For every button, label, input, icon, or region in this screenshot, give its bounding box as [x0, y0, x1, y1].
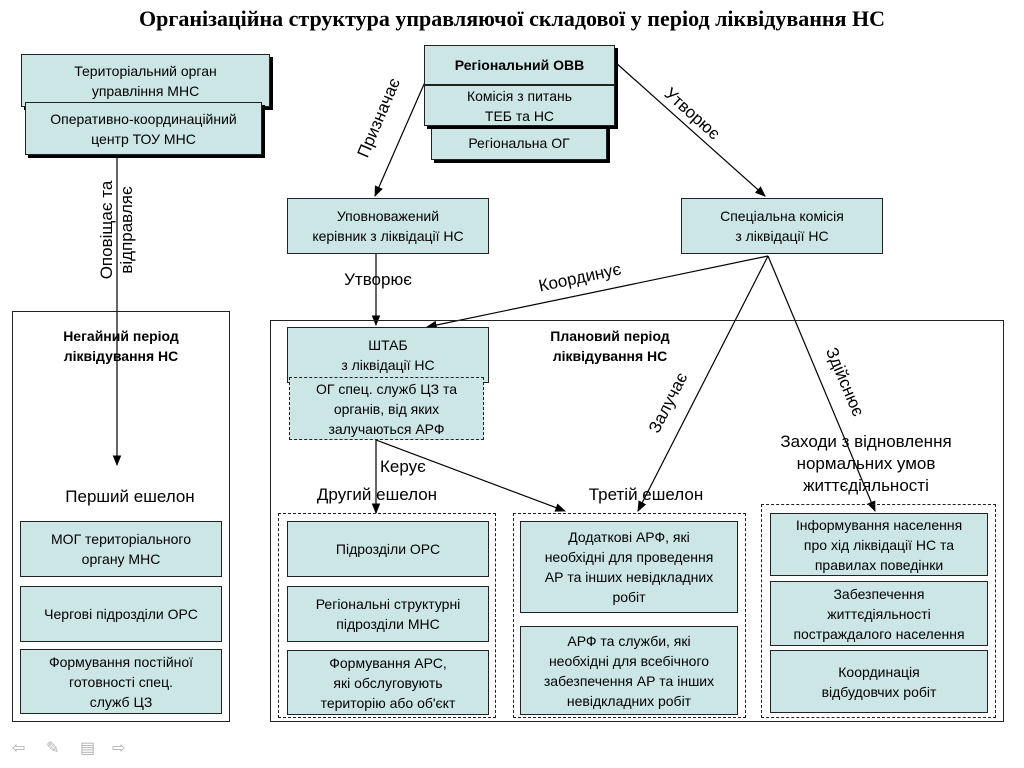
third-echelon-label: Третій ешелон [588, 485, 704, 504]
operational-center-box: Оперативно-координаційний центр ТОУ МНС [25, 102, 262, 155]
arrow-appoints [374, 81, 426, 197]
special-commission-box: Спеціальна комісія з ліквідації НС [681, 198, 883, 254]
arrow-engages [637, 255, 769, 512]
pen-icon[interactable]: ✎ [46, 740, 60, 757]
page-title: Організаційна структура управляючої скла… [139, 6, 885, 31]
hq-box: ШТАБ з ліквідації НС [287, 327, 489, 383]
second-echelon-group [278, 513, 496, 718]
first-echelon-label: Перший ешелон [65, 487, 195, 506]
menu-icon[interactable]: ▤ [80, 740, 96, 757]
coordination-box: Координація відбудовчих робіт [770, 650, 988, 713]
commission-teb-box: Комісія з питань ТЕБ та НС [424, 85, 615, 126]
restoration-label: Заходи з відновлення нормальних умов жит… [780, 432, 952, 495]
regional-structural-box: Регіональні структурні підрозділи МНС [287, 586, 489, 642]
creates-mid-label: Утворює [344, 270, 412, 289]
notifies-label: Оповіщає та відправляє [97, 180, 136, 280]
second-echelon-label: Другий ешелон [316, 485, 438, 504]
territorial-authority-box: Територіальний орган управління МНС [21, 54, 270, 107]
ars-formations-box: Формування АРС, які обслуговують територ… [287, 650, 489, 715]
duty-units-box: Чергові підрозділи ОРС [20, 586, 222, 642]
regional-og-box: Регіональна ОГ [431, 125, 607, 160]
permanent-readiness-box: Формування постійної готовності спец. сл… [20, 649, 222, 714]
immediate-period-frame [12, 311, 230, 722]
planned-period-frame [270, 320, 1004, 722]
immediate-period-label: Негайний період ліквідування НС [63, 328, 179, 364]
restoration-group [761, 504, 996, 718]
arrow-directs-third [375, 439, 567, 512]
inform-population-box: Інформування населення про хід ліквідаці… [770, 513, 988, 576]
third-echelon-group [513, 513, 746, 718]
mog-box: МОГ територіального органу МНС [20, 521, 222, 577]
arrow-creates-special [614, 61, 766, 197]
additional-arf-box: Додаткові АРФ, які необхідні для проведе… [520, 521, 738, 613]
regional-ovv-box: Регіональний ОВВ [424, 45, 615, 85]
authorized-head-box: Уповноважений керівник з ліквідації НС [287, 198, 489, 254]
directs-label: Керує [380, 457, 426, 476]
og-special-services-box: ОГ спец. служб ЦЗ та органів, від яких з… [289, 377, 484, 440]
arf-services-box: АРФ та служби, які необхідні для всебічн… [520, 626, 738, 715]
ors-units-box: Підрозділи ОРС [287, 521, 489, 577]
arrow-right-icon[interactable]: ⇨ [112, 740, 126, 757]
arrow-coordinates [425, 255, 769, 330]
life-support-box: Забезпечення життєдіяльності постраждало… [770, 581, 988, 646]
arrow-left-icon[interactable]: ⇦ [12, 740, 26, 757]
arrow-implements [767, 255, 876, 512]
planned-period-label: Плановий період ліквідування НС [550, 328, 670, 364]
